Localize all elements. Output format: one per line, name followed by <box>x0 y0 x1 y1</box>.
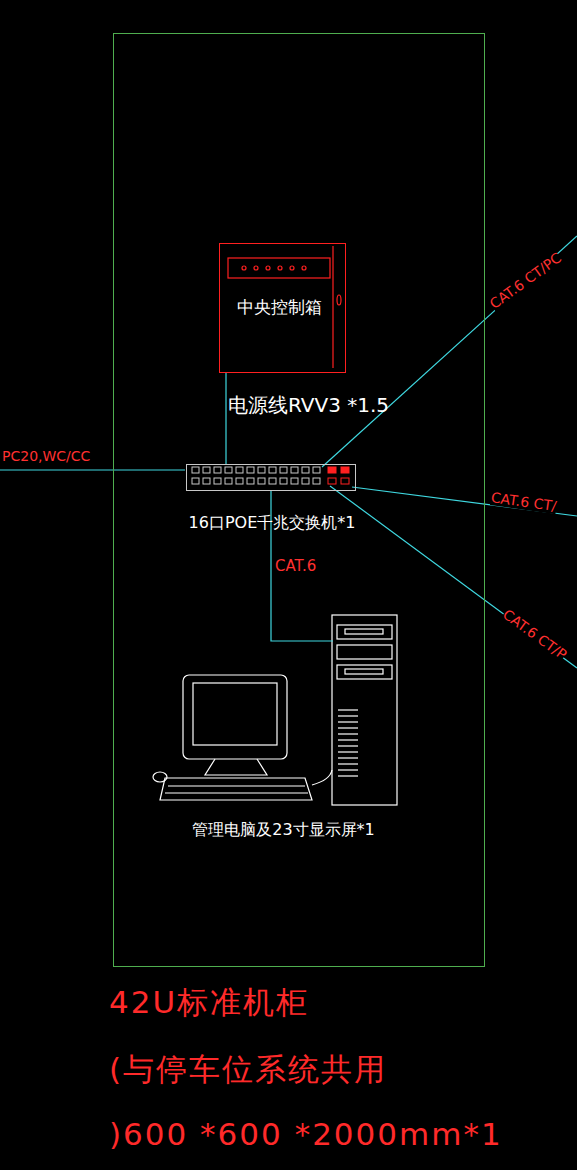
cabinet-heading: )600 *600 *2000mm*1 <box>109 1116 503 1152</box>
vent <box>338 763 358 764</box>
port <box>225 467 232 473</box>
cable-spec: CAT.6 CT/ <box>490 489 558 514</box>
port <box>302 478 309 484</box>
port <box>269 478 276 484</box>
vent <box>338 757 358 758</box>
switch-label: 16口POE千兆交换机*1 <box>189 513 356 534</box>
port <box>192 467 199 473</box>
port <box>247 467 254 473</box>
cable-spec: PC20,WC/CC <box>2 448 90 464</box>
port <box>280 478 287 484</box>
port <box>214 478 221 484</box>
cable-line <box>352 487 577 516</box>
port <box>236 467 243 473</box>
switch-ports <box>192 467 349 484</box>
vent <box>338 769 358 770</box>
pc-label: 管理电脑及23寸显示屏*1 <box>192 820 375 841</box>
uplink-port <box>328 467 336 473</box>
port <box>247 478 254 484</box>
port <box>236 478 243 484</box>
port <box>302 467 309 473</box>
port <box>258 467 265 473</box>
cabinet-heading: 42U标准机柜 <box>109 982 309 1024</box>
vent <box>338 709 358 710</box>
uplink-port <box>328 478 336 484</box>
cabinet: 42U标准机柜(与停车位系统共用)600 *600 *2000mm*1中央控制箱… <box>113 33 485 967</box>
port <box>291 478 298 484</box>
control-box: 中央控制箱 <box>219 243 346 373</box>
vent <box>338 715 358 716</box>
port <box>203 467 210 473</box>
vent <box>338 745 358 746</box>
vent <box>338 739 358 740</box>
control-box-detail <box>228 246 341 368</box>
management-pc: 管理电脑及23寸显示屏*1 <box>151 613 406 853</box>
uplink-port <box>341 478 349 484</box>
port <box>291 467 298 473</box>
box-label: 中央控制箱 <box>237 296 322 319</box>
cable-line <box>0 469 185 470</box>
cable-spec: CAT.6 CT/PC <box>487 250 565 312</box>
port <box>313 467 320 473</box>
vent <box>338 721 358 722</box>
uplink-port <box>341 467 349 473</box>
cabinet-heading: (与停车位系统共用 <box>109 1049 387 1091</box>
vent <box>338 775 358 776</box>
port <box>313 478 320 484</box>
port <box>192 478 199 484</box>
port <box>280 467 287 473</box>
port <box>225 478 232 484</box>
port <box>258 478 265 484</box>
vent <box>338 751 358 752</box>
cable-connector <box>225 373 226 464</box>
poe-switch: 16口POE千兆交换机*1 <box>186 464 356 491</box>
cable-line <box>322 236 577 467</box>
cable-spec: CAT.6 CT/P <box>500 606 570 663</box>
vent <box>338 733 358 734</box>
edge-label: 电源线RVV3 *1.5 <box>228 392 389 419</box>
computer-illustration <box>153 615 397 805</box>
edge-label: CAT.6 <box>275 557 316 575</box>
port <box>203 478 210 484</box>
port <box>214 467 221 473</box>
vent <box>338 727 358 728</box>
port <box>269 467 276 473</box>
cable-line <box>330 486 577 668</box>
